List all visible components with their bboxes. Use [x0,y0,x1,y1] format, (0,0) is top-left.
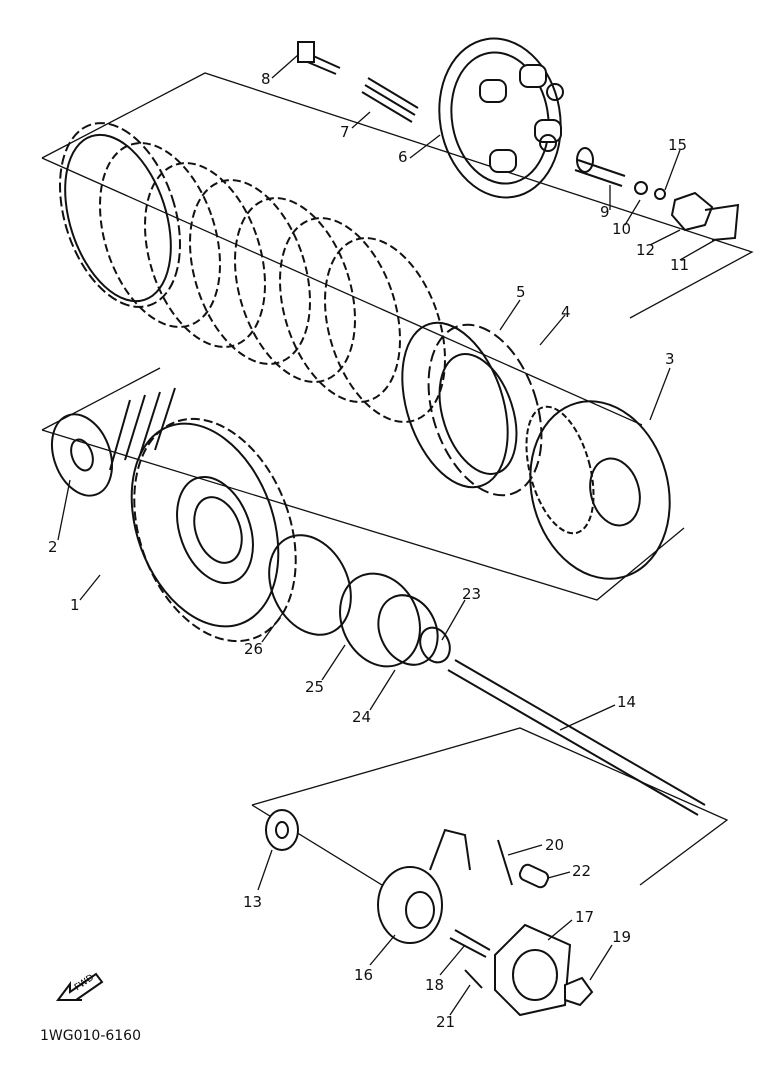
o-ring-15 [654,188,666,200]
bolt-8-head [297,41,315,63]
screw-18 [449,929,491,958]
needle-bearing [268,534,352,636]
group-outline-upper [41,72,754,319]
clutch-plate-4 [427,323,543,497]
thrust-washer-hole [70,438,94,472]
part-label-13: 13 [243,893,263,911]
pull-lever-housing-17 [494,923,572,1017]
document-code: 1WG010-6160 [40,1028,142,1044]
push-rod [447,659,706,816]
part-label-9: 9 [600,203,610,221]
friction-plate-5 [401,321,509,489]
nut-19 [564,976,594,1007]
thrust-washer [51,413,113,497]
part-label-7: 7 [340,123,350,141]
push-rod-9-head [576,147,594,173]
group-outline-lower [251,727,729,886]
nut-12 [670,191,714,232]
spring-20 [497,839,513,886]
oil-seal-13-hole [275,821,289,839]
part-label-21: 21 [436,1013,456,1031]
ball-10 [634,181,648,195]
push-rod-9 [574,159,626,187]
clutch-plate-stack [59,122,446,423]
part-label-5: 5 [516,283,526,301]
group-outline-upper-lower [41,157,643,426]
washer-23 [419,626,451,664]
clutch-housing [109,387,297,643]
forward-arrow-icon: FWD [56,970,106,1004]
part-label-6: 6 [398,148,408,166]
part-label-20: 20 [545,836,565,854]
part-label-18: 18 [425,976,445,994]
part-label-11: 11 [670,256,690,274]
part-label-24: 24 [352,708,372,726]
part-label-12: 12 [636,241,656,259]
screw-21 [464,969,483,989]
part-label-25: 25 [305,678,325,696]
part-label-1: 1 [70,596,80,614]
leader-lines [57,54,716,1016]
pull-lever-16 [377,828,471,944]
lock-washer-11 [704,203,740,241]
plate-4-inner [438,353,518,475]
pin-22 [518,863,550,889]
oil-seal-13 [265,809,299,851]
clutch-boss [525,400,671,580]
clutch-spring [361,77,419,123]
part-label-4: 4 [561,303,571,321]
part-label-3: 3 [665,350,675,368]
part-label-26: 26 [244,640,264,658]
part-label-14: 14 [617,693,637,711]
part-label-17: 17 [575,908,595,926]
part-label-15: 15 [668,136,688,154]
part-label-23: 23 [462,585,482,603]
part-label-10: 10 [612,220,632,238]
washer-24 [377,594,439,666]
spacer [339,572,421,668]
part-label-16: 16 [354,966,374,984]
part-label-19: 19 [612,928,632,946]
part-label-22: 22 [572,862,592,880]
part-label-8: 8 [261,70,271,88]
part-label-2: 2 [48,538,58,556]
pressure-plate [438,37,564,199]
